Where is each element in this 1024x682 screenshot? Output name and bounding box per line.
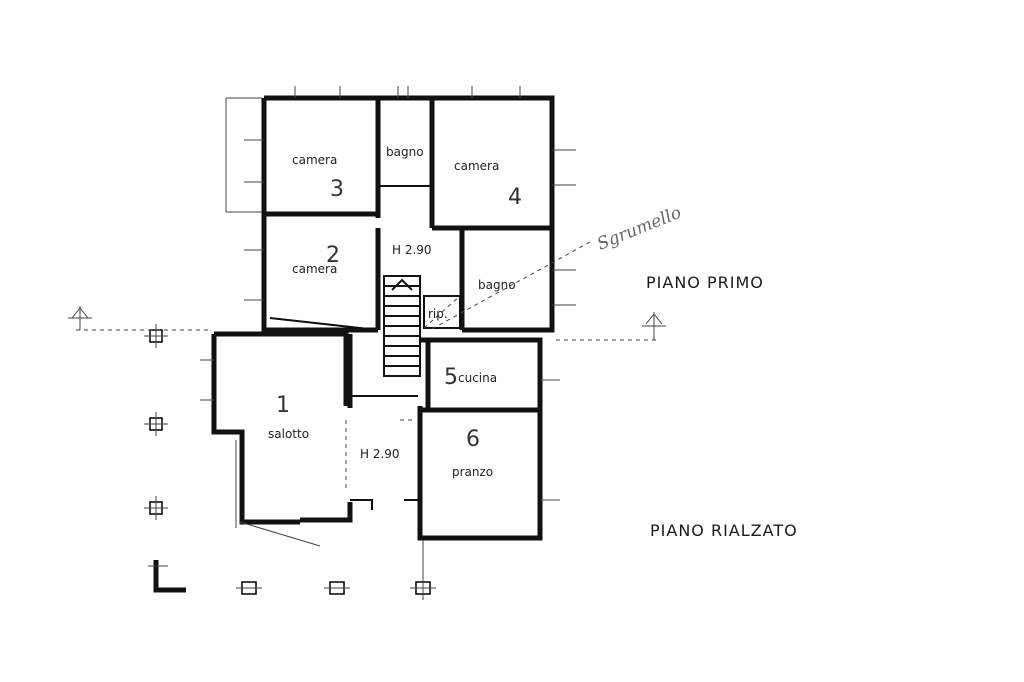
room-number-1: 1 [276, 393, 290, 418]
room-label-bagno-top: bagno [386, 145, 424, 159]
height-label-upper: H 2.90 [392, 243, 432, 257]
upper-floor-plan: camera 3 bagno camera 4 2 camera H 2.90 … [225, 86, 576, 377]
floor-title-upper: PIANO PRIMO [646, 273, 764, 292]
room-number-2: 2 [326, 243, 340, 268]
room-number-6: 6 [466, 427, 480, 452]
room-label-camera-3: camera [292, 153, 337, 167]
room-label-cucina: cucina [458, 371, 497, 385]
column-markers [144, 324, 436, 600]
ground-floor-plan: 1 salotto H 2.90 5 cucina 6 pranzo [200, 331, 560, 547]
room-label-camera-2: camera [292, 262, 337, 276]
signature: Sgrumello [429, 203, 684, 331]
room-label-salotto: salotto [268, 427, 309, 441]
room-number-3: 3 [330, 177, 344, 202]
room-label-rip: rip. [428, 307, 448, 321]
staircase [383, 275, 421, 377]
room-number-4: 4 [508, 185, 522, 210]
floor-title-ground: PIANO RIALZATO [650, 521, 798, 540]
section-arrow-icon [68, 306, 92, 330]
room-number-5: 5 [444, 365, 458, 390]
signature-text: Sgrumello [594, 203, 684, 255]
section-arrow-icon [642, 312, 666, 340]
section-line [68, 306, 666, 341]
room-label-pranzo: pranzo [452, 465, 493, 479]
room-label-camera-4: camera [454, 159, 499, 173]
room-label-bagno-right: bagno [478, 278, 516, 292]
height-label-ground: H 2.90 [360, 447, 400, 461]
